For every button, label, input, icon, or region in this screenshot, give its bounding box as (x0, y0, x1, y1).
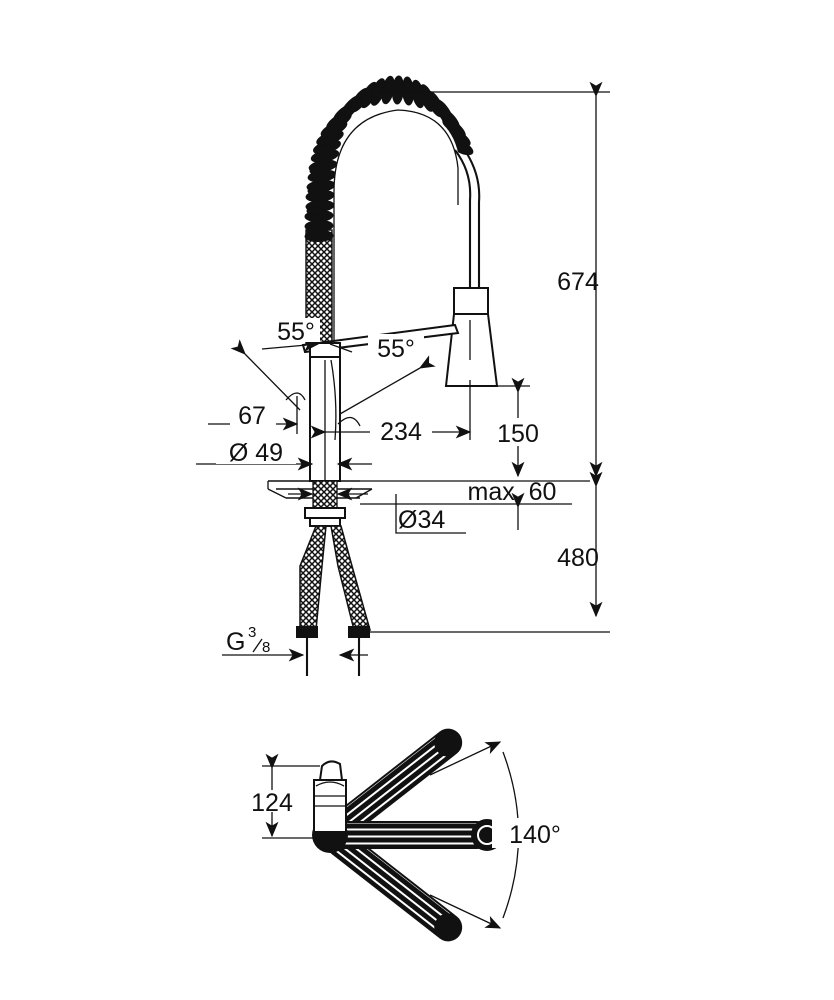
dim-label-handle-clearance: 67 (238, 402, 266, 430)
dim-label-below-deck-height: 480 (557, 544, 599, 572)
dim-label-inlet-thread-denominator: 8 (262, 639, 270, 656)
dim-handle-clearance: 67 (208, 396, 299, 434)
dim-label-max-deck-thickness: max. 60 (468, 478, 557, 506)
dim-label-reach: 234 (380, 418, 422, 446)
dim-inlet-thread: G 3 8 (222, 624, 368, 662)
dim-label-spout-height: 150 (497, 420, 539, 448)
dim-body-diameter: Ø 49 (196, 439, 372, 471)
dim-label-handle-angle-left: 55° (277, 318, 315, 346)
plan-faucet-body (312, 760, 348, 853)
dimension-lines-elevation: 674 480 150 max. 60 (196, 81, 610, 662)
deck-surface (267, 480, 373, 527)
faucet-body-column (309, 342, 341, 482)
dim-label-inlet-thread-g: G (226, 628, 245, 656)
dim-label-plan-offset: 124 (251, 789, 293, 817)
dim-handle-angle-left: 55° (230, 318, 320, 411)
dim-label-inlet-thread-numerator: 3 (248, 624, 256, 641)
dim-spout-height: 150 (490, 377, 539, 478)
dim-swivel-angle: 140° (429, 741, 578, 929)
coil-inner-shade (306, 166, 329, 236)
dim-label-swivel-angle: 140° (509, 821, 561, 849)
dim-label-body-diameter: Ø 49 (229, 439, 283, 467)
elevation-view (267, 75, 499, 676)
plan-hose-lower (326, 829, 463, 942)
dim-max-deck-thickness: max. 60 (360, 478, 590, 530)
dim-plan-offset: 124 (251, 753, 320, 839)
dim-label-handle-angle-right: 55° (377, 335, 415, 363)
hose-drop (454, 149, 481, 292)
plan-hose-center (329, 819, 503, 851)
plan-view: 124 140° (251, 728, 578, 942)
dim-below-deck-height: 480 (370, 471, 610, 633)
dim-mount-hole-diameter: Ø34 (288, 487, 466, 534)
dim-label-total-height: 674 (557, 268, 599, 296)
inlet-flex-hoses (296, 525, 371, 676)
dim-label-mount-hole-diameter: Ø34 (398, 506, 445, 534)
coil-spring-hose (304, 75, 474, 352)
dim-handle-angle-right: 55° (329, 334, 436, 427)
dim-total-height: 674 (374, 81, 610, 478)
dim-reach: 234 (310, 380, 472, 446)
spray-head (444, 287, 499, 388)
